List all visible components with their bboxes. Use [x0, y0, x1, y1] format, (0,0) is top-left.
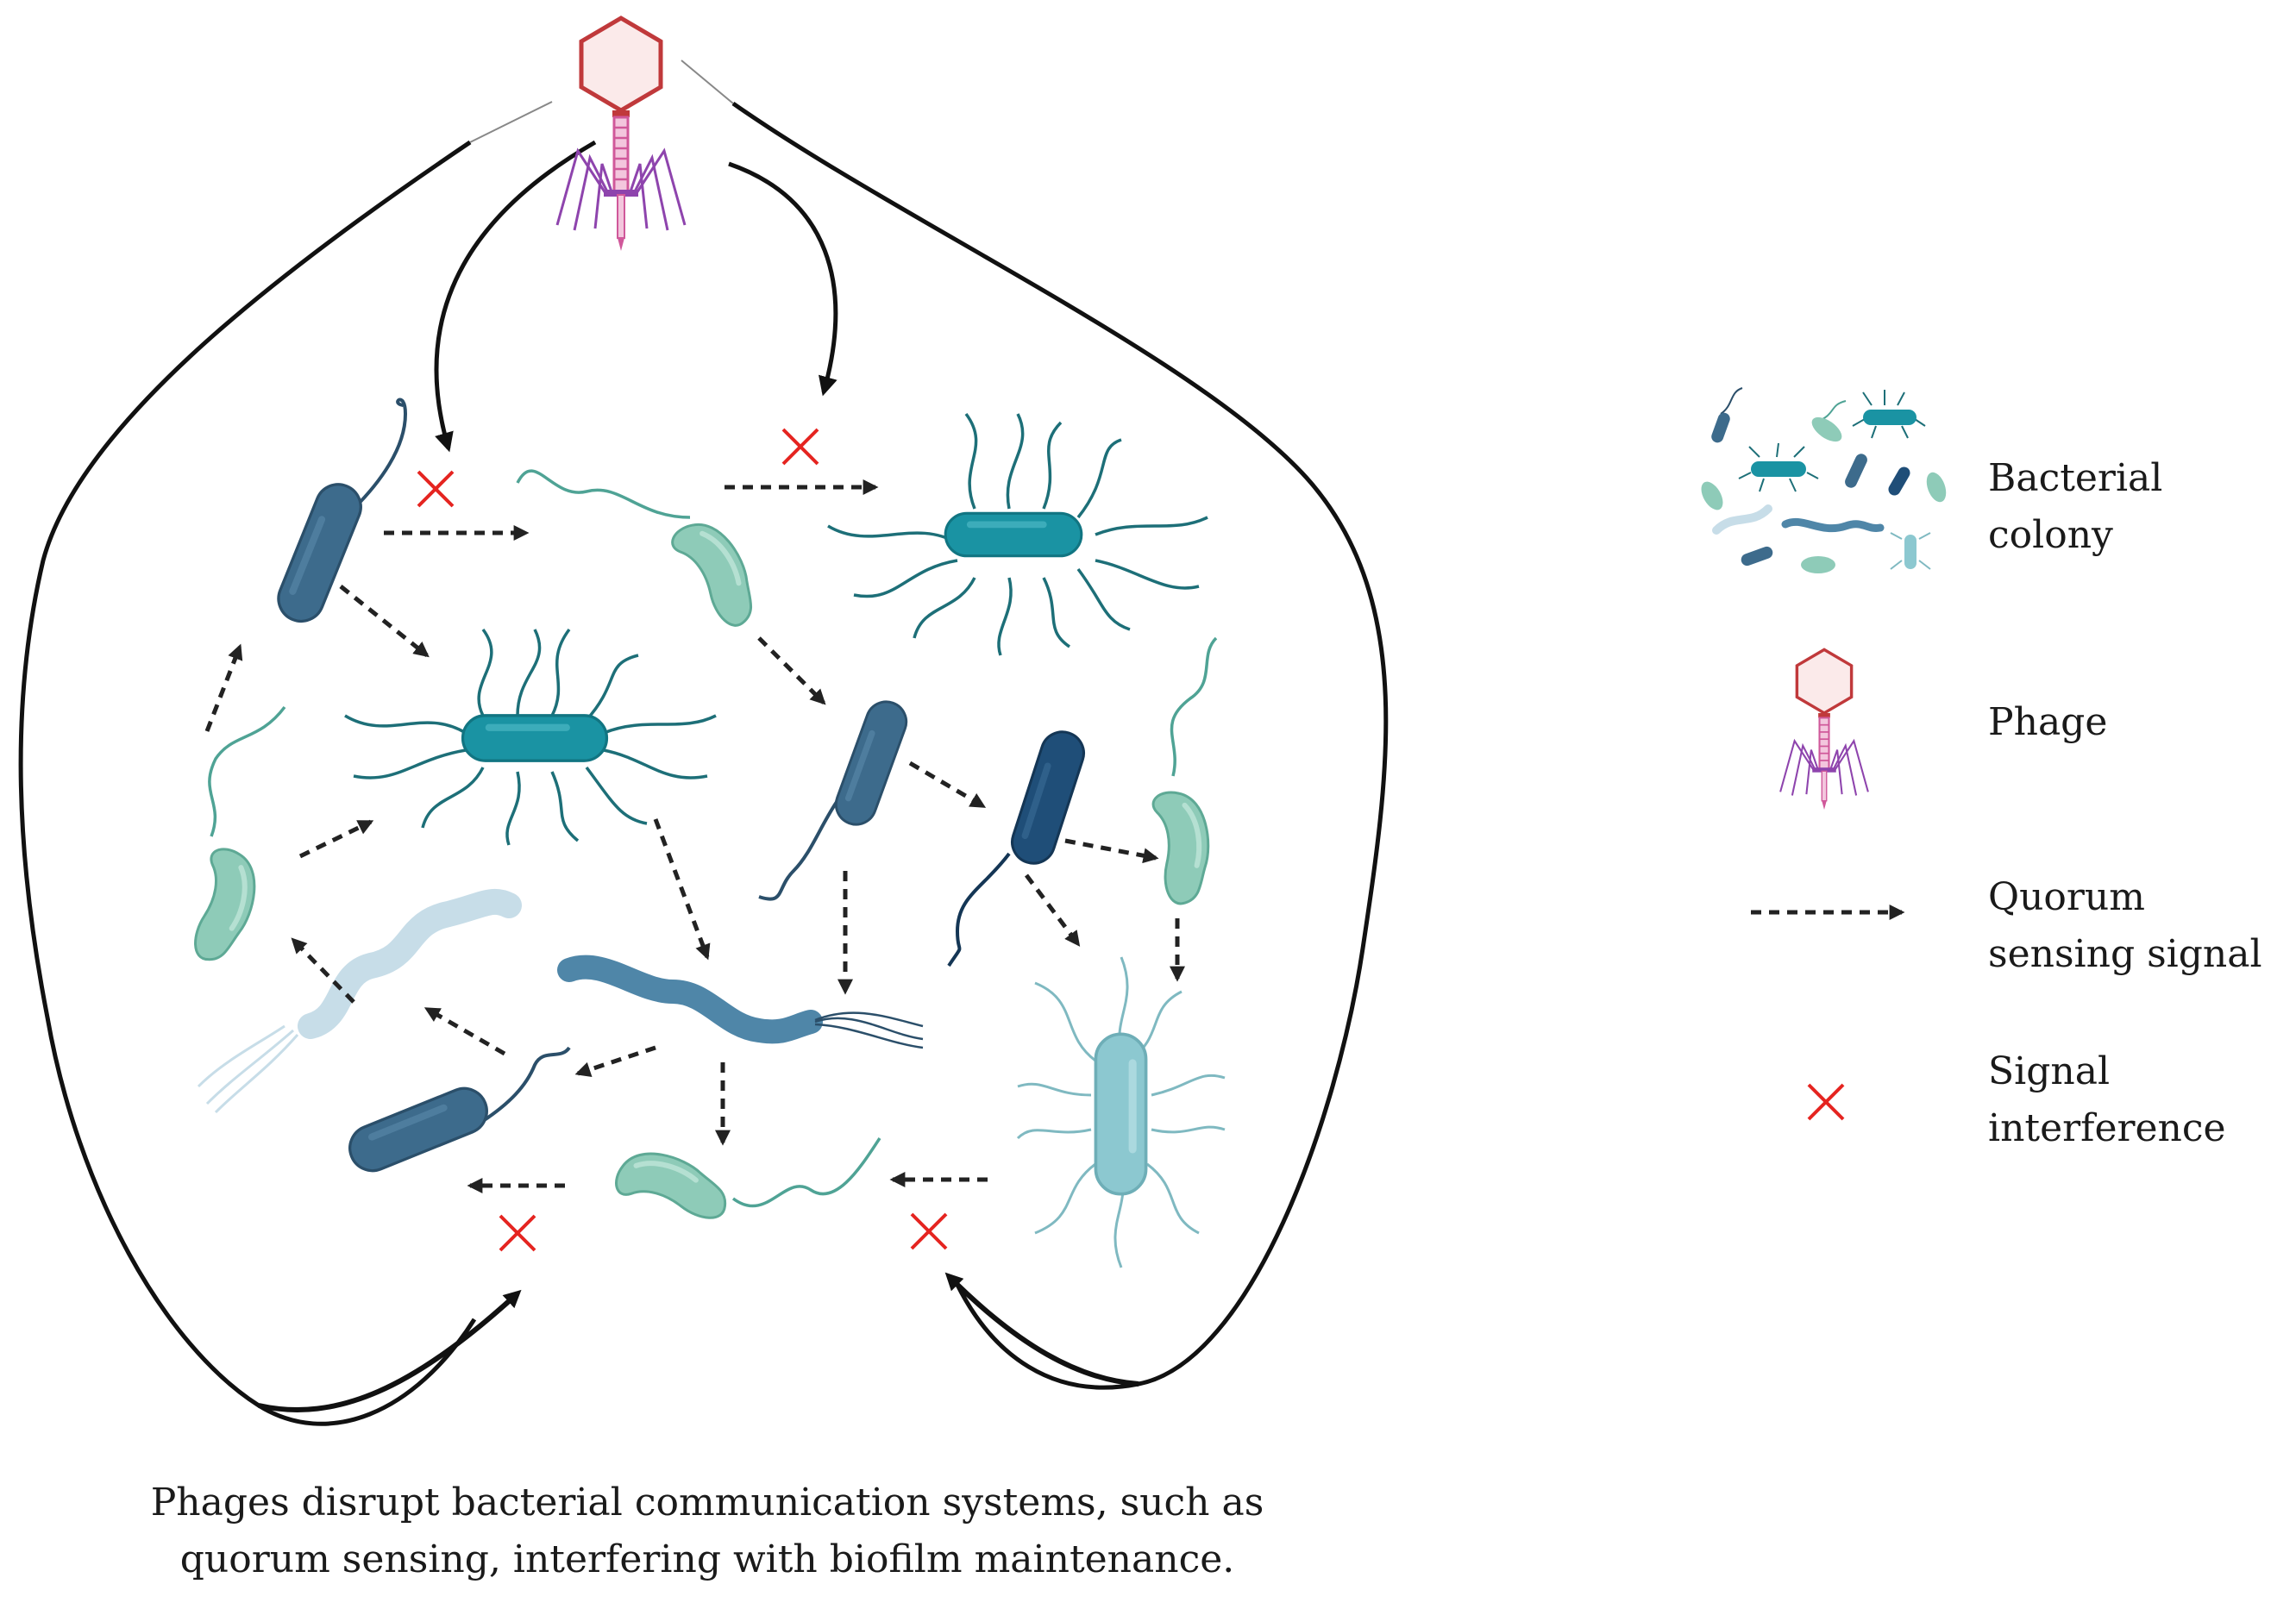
- bacterium-rod-navy: [1007, 726, 1089, 868]
- figure-caption: Phages disrupt bacterial communication s…: [52, 1474, 1363, 1588]
- phage-arrow-bottom-left: [258, 1289, 522, 1412]
- caption-line-1: Phages disrupt bacterial communication s…: [150, 1481, 1264, 1524]
- interference-x-icon: [781, 428, 819, 466]
- phage-guide-left: [469, 101, 553, 143]
- bacteria-group: [194, 398, 1225, 1268]
- legend-interference-x-icon: [1807, 1083, 1845, 1121]
- bacterium-rod-teal-center: [461, 714, 609, 762]
- bacterium-vibrio-top: [662, 511, 775, 631]
- legend-phage-icon: [1778, 648, 1870, 811]
- bacterium-teal-piliated-top: [827, 412, 1208, 656]
- caption-line-2: quorum sensing, interfering with biofilm…: [179, 1537, 1235, 1581]
- bacterium-spirillum-light: [298, 888, 522, 1039]
- phage-arrow-bottom-right: [944, 1272, 1139, 1387]
- phage-arrow-left: [434, 140, 597, 453]
- signal-arrows: [204, 479, 1185, 1193]
- bacterium-rod-dark: [272, 478, 367, 628]
- legend-signal-label: Quorum sensing signal: [1988, 875, 2262, 976]
- bacterium-vibrio-right: [1143, 785, 1224, 906]
- legend-colony-label: Bacterial colony: [1988, 456, 2163, 557]
- bacterium-teal-piliated-center: [344, 628, 717, 846]
- phage-arrow-right: [728, 161, 838, 397]
- bacterium-rod-cyan: [1094, 1032, 1148, 1196]
- legend-colony-icon: [1701, 387, 1947, 573]
- bacterium-spirochete-blue: [557, 955, 823, 1044]
- interference-x-icon: [417, 470, 455, 508]
- interference-x-icon: [910, 1212, 948, 1250]
- interference-x-icon: [499, 1214, 536, 1252]
- bacterium-vibrio-left: [194, 848, 258, 963]
- biofilm-boundary: [18, 101, 1389, 1426]
- bacterium-vibrio-bottom: [612, 1148, 731, 1220]
- bacterium-rod-dark-middle: [831, 696, 912, 830]
- legend-phage-label: Phage: [1988, 700, 2108, 744]
- phage-icon: [557, 18, 685, 251]
- phage-guide-right: [681, 59, 734, 104]
- bacterium-rod-dark-bottom: [341, 1080, 496, 1180]
- interference-marks: [417, 428, 948, 1252]
- bacterium-rod-teal-top: [944, 511, 1083, 558]
- legend-interference-label: Signal interference: [1988, 1049, 2226, 1150]
